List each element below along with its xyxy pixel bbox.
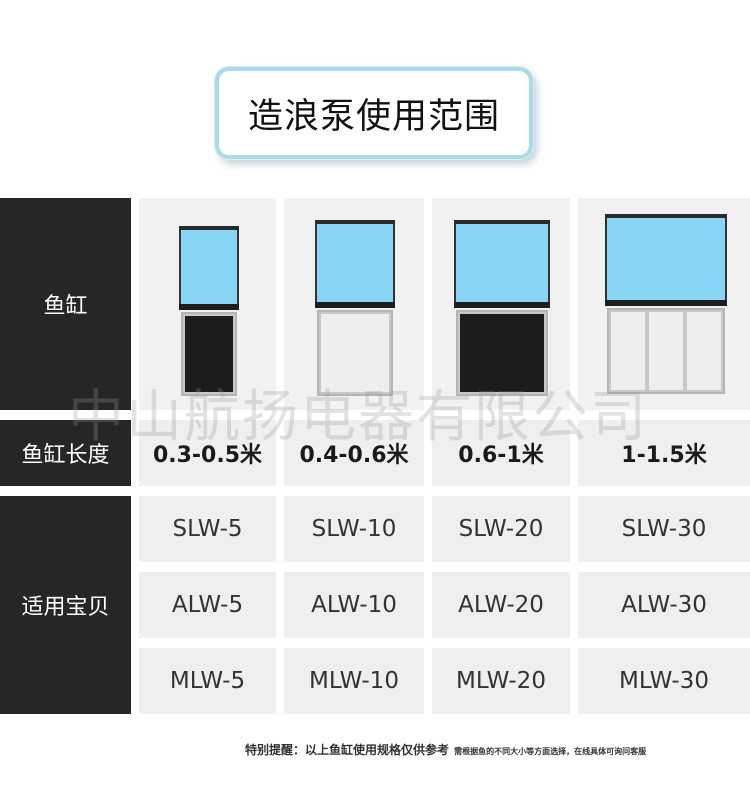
- model-cell: ALW-20: [432, 572, 570, 638]
- model-cell: MLW-5: [139, 648, 276, 714]
- model-cell: MLW-30: [578, 648, 750, 714]
- page-title: 造浪泵使用范围: [247, 96, 500, 137]
- aquarium-icon: [179, 226, 239, 396]
- tank-image-xlarge: [578, 198, 750, 410]
- model-cell: SLW-10: [284, 496, 424, 562]
- tank-image-small: [139, 198, 276, 410]
- model-cell: ALW-10: [284, 572, 424, 638]
- row-label-length: 鱼缸长度: [0, 420, 131, 486]
- aquarium-icon: [315, 220, 395, 396]
- footer-main-text: 特别提醒：以上鱼缸使用规格仅供参考: [245, 743, 450, 757]
- tank-image-medium: [284, 198, 424, 410]
- title-box: 造浪泵使用范围: [215, 67, 533, 159]
- spec-table: 鱼缸 鱼缸长度 适用宝贝: [0, 198, 750, 714]
- row-label-models: 适用宝贝: [0, 496, 131, 714]
- model-cell: SLW-20: [432, 496, 570, 562]
- tank-image-large: [432, 198, 570, 410]
- footer-note: 特别提醒：以上鱼缸使用规格仅供参考 需根据鱼的不同大小等方面选择，在线具体可询问…: [245, 739, 745, 758]
- length-cell: 0.6-1米: [432, 420, 570, 486]
- model-cell: ALW-30: [578, 572, 750, 638]
- length-cell: 0.4-0.6米: [284, 420, 424, 486]
- footer-small-text: 需根据鱼的不同大小等方面选择，在线具体可询问客服: [454, 747, 647, 756]
- model-cell: MLW-20: [432, 648, 570, 714]
- aquarium-icon: [605, 214, 727, 394]
- model-cell: MLW-10: [284, 648, 424, 714]
- length-cell: 1-1.5米: [578, 420, 750, 486]
- length-cell: 0.3-0.5米: [139, 420, 276, 486]
- row-label-tank: 鱼缸: [0, 198, 131, 410]
- model-cell: SLW-30: [578, 496, 750, 562]
- model-cell: SLW-5: [139, 496, 276, 562]
- aquarium-icon: [454, 220, 550, 396]
- model-cell: ALW-5: [139, 572, 276, 638]
